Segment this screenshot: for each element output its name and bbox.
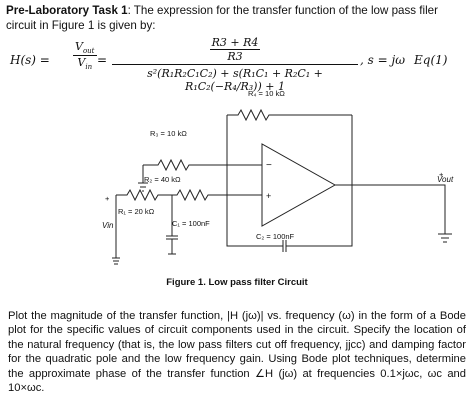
c1-capacitor	[166, 195, 178, 255]
vin-ground-icon	[112, 195, 120, 265]
vout-plus: +	[439, 170, 444, 179]
numerator-fraction: R3 + R4 R3	[209, 36, 261, 63]
equals-sign: =	[97, 53, 108, 67]
opamp-triangle	[261, 143, 337, 227]
transfer-function-equation: H(s) = Vout Vin = R3 + R4 R3 s²(R₁R₂C₁C₂…	[0, 36, 474, 93]
figure-caption: Figure 1. Low pass filter Circuit	[166, 277, 308, 288]
vin-symbol: V	[77, 56, 86, 70]
opamp-minus: −	[266, 160, 272, 171]
numerator-top: R3 + R4	[209, 36, 261, 50]
c1-label: C₁ = 100nF	[172, 219, 210, 228]
vout-symbol: V	[75, 40, 83, 53]
output-wire	[335, 184, 446, 226]
task-heading: Pre-Laboratory Task 1	[6, 4, 128, 17]
low-pass-filter-circuit: R₄ = 10 kΩ R₃ = 10 kΩ − + Vout + R₂ = 40…	[102, 89, 454, 265]
r3-ground-icon	[138, 165, 148, 192]
equation-label: Eq(1)	[414, 53, 448, 67]
output-ground-icon	[438, 226, 452, 243]
equation-tail: , s = jω	[360, 53, 405, 67]
r1-label: R₁ = 20 kΩ	[118, 207, 155, 216]
denominator: s²(R₁R₂C₁C₂) + s(R₁C₁ + R₂C₁ + R₁C₂(−R₄/…	[112, 64, 358, 93]
question-paragraph: Plot the magnitude of the transfer funct…	[8, 310, 466, 395]
r4-label: R₄ = 10 kΩ	[248, 89, 285, 98]
r3-resistor	[143, 158, 262, 172]
vout-label: Vout	[437, 175, 454, 184]
vin-label: Vin	[102, 221, 114, 230]
vin-plus: +	[105, 194, 110, 203]
opamp-plus: +	[266, 191, 271, 201]
vin-subscript: in	[85, 63, 93, 72]
numerator-bottom: R3	[227, 50, 243, 63]
vout-over-vin: Vout Vin	[73, 40, 97, 71]
transfer-fraction: R3 + R4 R3 s²(R₁R₂C₁C₂) + s(R₁C₁ + R₂C₁ …	[112, 36, 358, 93]
c2-capacitor	[226, 165, 353, 252]
r3-label: R₃ = 10 kΩ	[150, 129, 187, 138]
r2-resistor	[172, 188, 262, 202]
vout-subscript: out	[82, 47, 95, 56]
task-intro-text: : The expression for the transfer functi…	[6, 4, 438, 32]
task-intro: Pre-Laboratory Task 1: The expression fo…	[6, 3, 468, 33]
r1-resistor	[116, 188, 172, 202]
r2-label: R₂ = 40 kΩ	[144, 175, 181, 184]
c2-label: C₂ = 100nF	[256, 232, 295, 241]
r4-resistor	[227, 108, 352, 122]
equation-lhs: H(s) =	[10, 53, 50, 67]
